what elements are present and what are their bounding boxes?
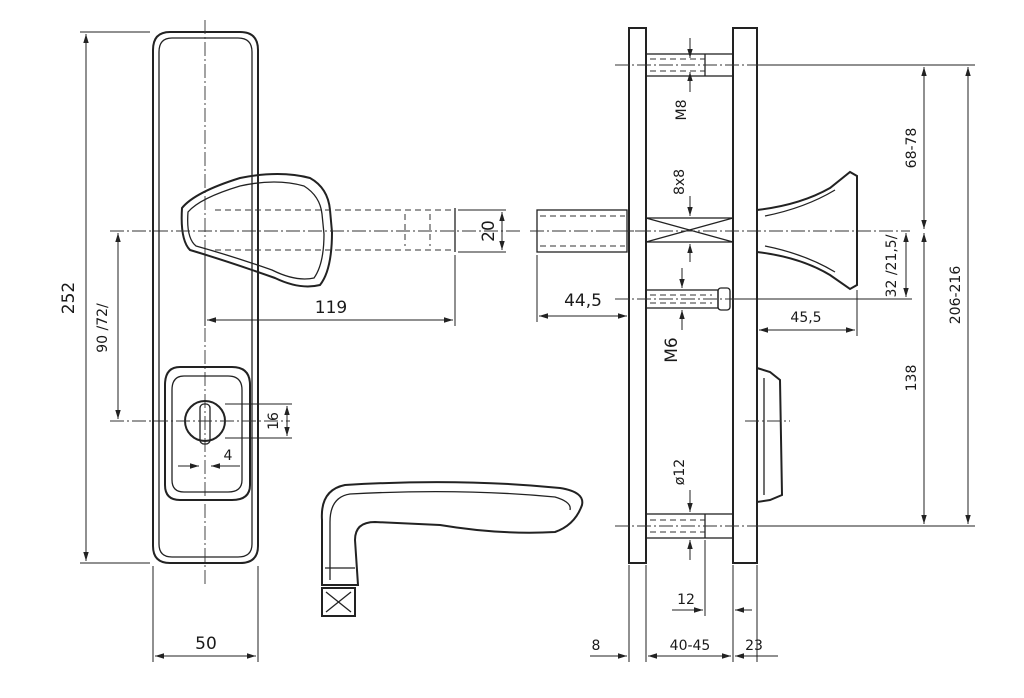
cylinder-slot xyxy=(199,403,211,445)
dim-label-spindle-8x8: 8x8 xyxy=(672,169,688,195)
dim-label-screw-m6: M6 xyxy=(662,337,682,362)
dim-label-spindle-protrusion: 44,5 xyxy=(564,291,602,311)
inner-plate xyxy=(732,27,758,564)
dim-label-spindle-square: 20 xyxy=(479,220,499,242)
dim-label-bolt-m8: M8 xyxy=(674,100,690,121)
cylinder-cutout-inner xyxy=(171,375,243,493)
cylinder-cutout-outer xyxy=(164,366,251,501)
dim-label-handle-length: 119 xyxy=(315,298,347,318)
dim-label-overall-height: 252 xyxy=(59,282,79,314)
dim-label-plate-thickness-outer: 8 xyxy=(592,638,601,654)
front-view: 252 90 /72/ 50 119 20 16 4 xyxy=(59,20,520,662)
dim-label-span-206-216: 206-216 xyxy=(948,266,964,325)
dim-label-cylinder-hole: 16 xyxy=(266,412,282,430)
escutcheon-plate xyxy=(152,31,259,564)
lever-square-insert xyxy=(321,587,356,617)
dim-label-pin-d12: ø12 xyxy=(672,459,688,485)
dim-label-offset-32: 32 /21,5/ xyxy=(884,234,900,297)
dim-label-spindle-to-cylinder: 90 /72/ xyxy=(95,303,111,353)
dim-label-plate-thickness-inner: 23 xyxy=(745,638,763,654)
side-view: M8 8x8 M6 ø12 xyxy=(590,27,975,662)
dim-label-span-68-78: 68-78 xyxy=(904,128,920,169)
inner-cylinder-rose xyxy=(756,366,784,504)
outer-plate xyxy=(628,27,647,564)
inner-knob xyxy=(756,170,858,291)
inner-knob-detail xyxy=(764,189,836,273)
dim-label-cylinder-offset: 4 xyxy=(224,448,233,464)
lever-handle-outline xyxy=(320,481,584,586)
escutcheon-plate-inner-edge xyxy=(158,37,253,558)
dim-label-pin-length: 12 xyxy=(677,592,695,608)
dim-label-knob-depth: 45,5 xyxy=(790,310,821,326)
dim-label-plate-width: 50 xyxy=(195,634,217,654)
dim-label-span-138: 138 xyxy=(904,365,920,392)
spindle-square-section xyxy=(645,217,734,243)
handle-rose-inner xyxy=(187,181,325,280)
dim-label-door-thickness: 40-45 xyxy=(670,638,711,654)
lever-handle xyxy=(320,481,584,617)
handle-rose-outline xyxy=(180,173,334,288)
spindle-detail: 44,5 xyxy=(530,209,640,322)
lever-handle-inner xyxy=(329,490,571,580)
